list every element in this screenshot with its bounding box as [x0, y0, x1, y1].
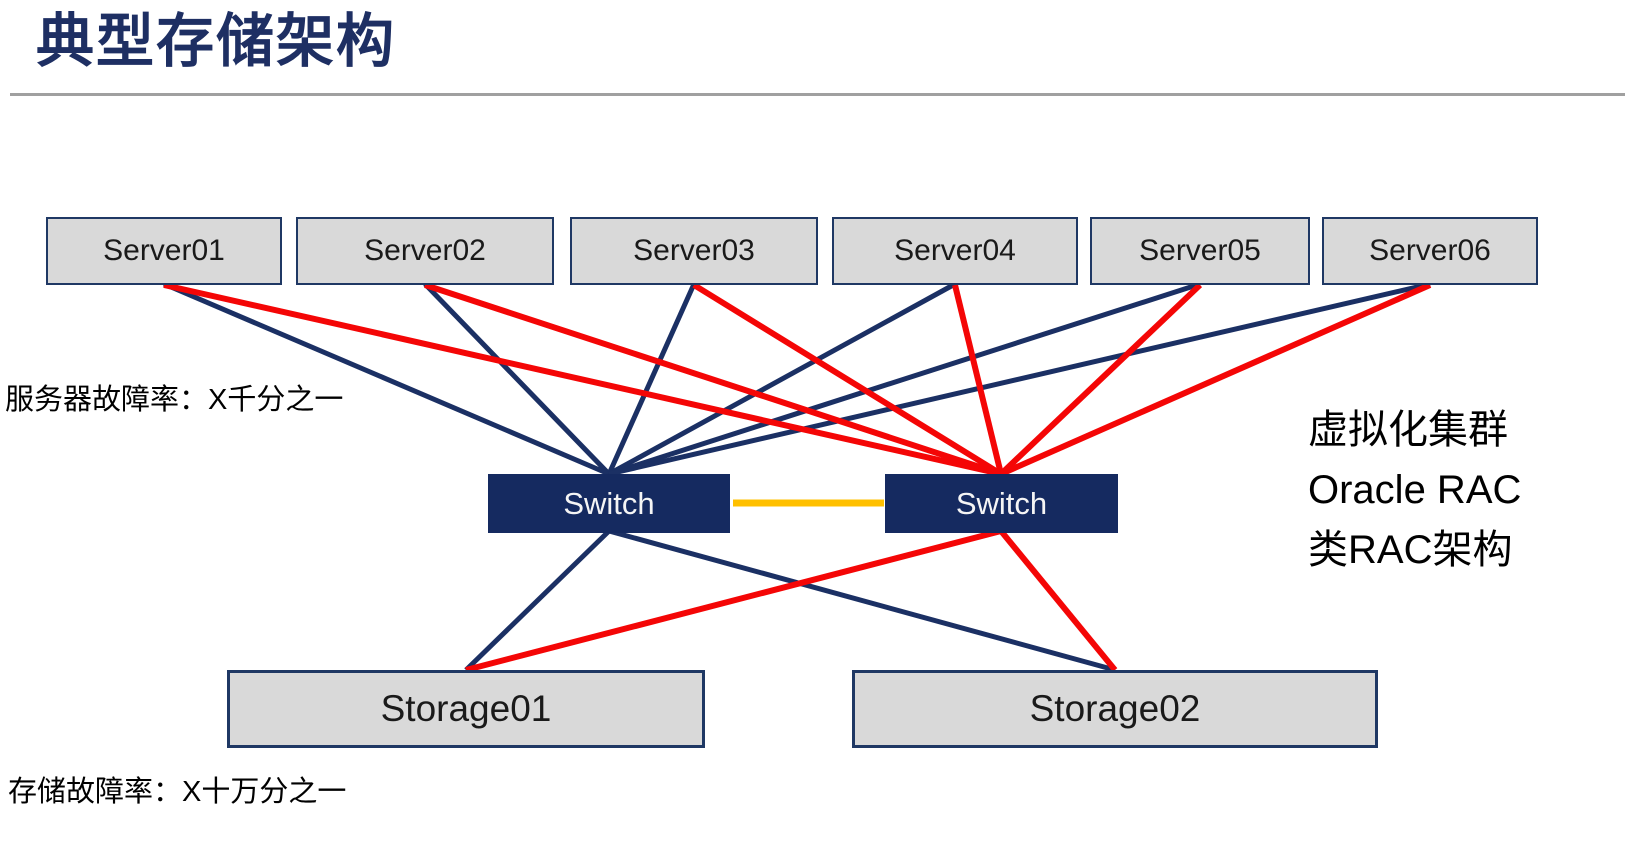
storage-failure-rate-label: 存储故障率：X十万分之一 [8, 776, 347, 808]
server05-label: Server05 [1139, 234, 1261, 267]
slide-title: 典型存储架构 [36, 9, 397, 74]
edge-server06-switch-right [999, 282, 1432, 477]
edge-server02-switch-right [424, 282, 1002, 477]
title-divider [10, 93, 1625, 96]
server04-label: Server04 [894, 234, 1016, 267]
cluster-note-line3: 类RAC架构 [1308, 528, 1513, 572]
edge-server05-switch-left [608, 281, 1201, 477]
storage02-label: Storage02 [1029, 688, 1201, 729]
cluster-note: 虚拟化集群 Oracle RAC 类RAC架构 [1308, 400, 1521, 580]
server06-node: Server06 [1322, 217, 1538, 285]
edge-server06-switch-left [608, 281, 1431, 477]
server06-label: Server06 [1369, 234, 1491, 267]
server01-label: Server01 [103, 234, 225, 267]
edge-server01-switch-right [163, 282, 1002, 477]
edge-switch-left-storage02 [608, 528, 1116, 673]
edge-server03-switch-right [692, 282, 1003, 477]
server02-node: Server02 [296, 217, 554, 285]
storage02-node: Storage02 [852, 670, 1378, 748]
edge-switch-right-storage01 [465, 528, 1002, 673]
edge-server05-switch-right [998, 282, 1203, 477]
edge-server01-switch-left [163, 281, 610, 477]
storage01-label: Storage01 [380, 688, 552, 729]
edge-server04-switch-left [607, 281, 957, 477]
switch-right-label: Switch [955, 485, 1048, 521]
server03-label: Server03 [633, 234, 755, 267]
switch-left-node: Switch [488, 474, 730, 533]
switch-left-label: Switch [563, 485, 655, 521]
server01-node: Server01 [46, 217, 282, 285]
server02-label: Server02 [364, 234, 486, 267]
cluster-note-line2: Oracle RAC [1308, 468, 1522, 512]
edge-switch-left-storage01 [464, 529, 611, 672]
server03-node: Server03 [570, 217, 818, 285]
edge-server02-switch-left [423, 282, 611, 476]
switch-right-node: Switch [885, 474, 1118, 533]
edge-switch-right-storage02 [998, 529, 1118, 672]
server-failure-rate-label: 服务器故障率：X千分之一 [5, 384, 344, 416]
edge-server04-switch-right [952, 284, 1004, 475]
edge-server03-switch-left [606, 282, 697, 476]
cluster-note-line1: 虚拟化集群 [1308, 408, 1508, 452]
storage01-node: Storage01 [227, 670, 705, 748]
server04-node: Server04 [832, 217, 1078, 285]
server05-node: Server05 [1090, 217, 1310, 285]
